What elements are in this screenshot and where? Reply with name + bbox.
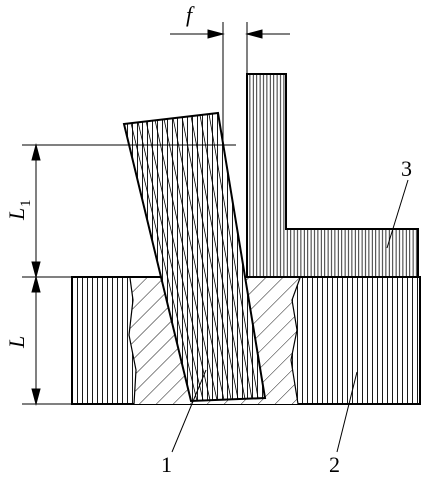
- leader-lines: [171, 179, 409, 453]
- dimension-f: [170, 29, 290, 39]
- callout-3: 3: [401, 156, 412, 181]
- dimension-l-label: L: [4, 336, 29, 349]
- dimension-l-label-group: L: [4, 336, 29, 349]
- dimension-f-label: f: [186, 2, 195, 27]
- dimension-l1: [31, 143, 41, 279]
- dimension-l: [31, 275, 41, 406]
- callout-2: 2: [329, 452, 340, 477]
- tilted-rod: [122, 111, 267, 403]
- callout-1: 1: [161, 452, 172, 477]
- extension-lines: [22, 22, 248, 405]
- rod-grain-lines: [130, 113, 259, 402]
- dimension-l1-label: L 1: [4, 200, 34, 222]
- dimension-l1-subscript: 1: [18, 200, 34, 208]
- l-bracket-part: [246, 73, 419, 278]
- dimension-l1-base: L: [4, 208, 29, 221]
